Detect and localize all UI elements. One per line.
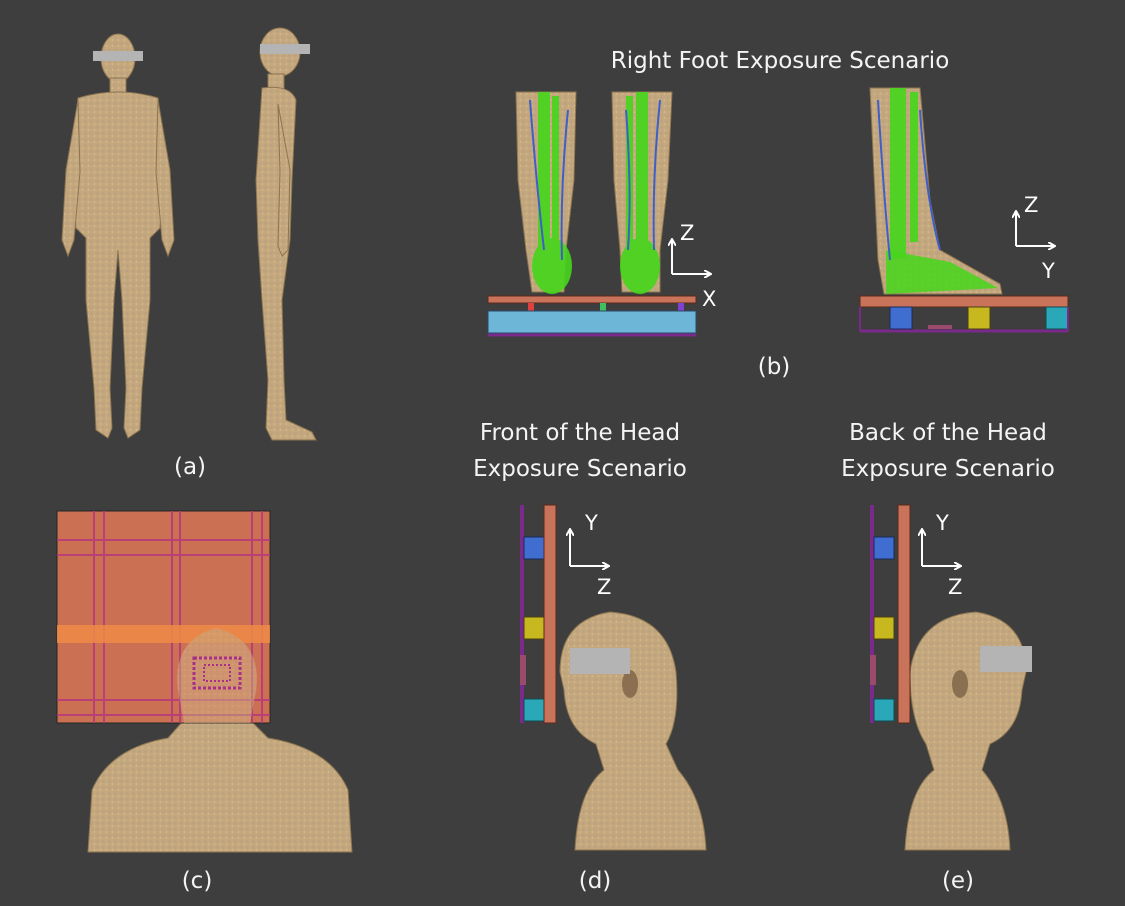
panel-d-heading-line2: Exposure Scenario [440, 452, 720, 486]
redaction-bar [260, 44, 310, 54]
coil-plate-front-head [520, 505, 556, 723]
coil-array-plate-icon [57, 511, 270, 723]
axis-label-y: Y [1041, 259, 1055, 283]
axis-label-y: Y [584, 511, 598, 535]
panel-a-label: (a) [150, 450, 230, 484]
panel-d-label: (d) [555, 864, 635, 898]
panel-e-heading-line2: Exposure Scenario [808, 452, 1088, 486]
head-side-model-front [560, 612, 706, 850]
axis-label-z: Z [948, 575, 962, 599]
panel-e-label: (e) [918, 864, 998, 898]
panel-b-label: (b) [734, 350, 814, 384]
axes-d [570, 530, 608, 566]
foot-side-model [870, 88, 1002, 294]
human-model-front-icon [62, 34, 174, 438]
coil-plate-back-head [870, 505, 910, 723]
axis-label-z: Z [597, 575, 611, 599]
axes-b-side [1016, 212, 1054, 246]
axis-label-x: X [702, 287, 716, 311]
axis-label-y: Y [935, 511, 949, 535]
foot-plate-front [488, 296, 696, 335]
panel-e-heading-line1: Back of the Head [808, 416, 1088, 450]
redaction-bar [93, 51, 143, 61]
foot-plate-side [860, 296, 1068, 331]
legs-front-model [516, 92, 672, 294]
panel-b-heading: Right Foot Exposure Scenario [560, 44, 1000, 78]
human-model-side-icon [256, 28, 316, 440]
axes-b-front [672, 240, 710, 274]
redaction-bar [980, 646, 1032, 672]
axes-e [922, 530, 960, 566]
panel-c-label: (c) [157, 864, 237, 898]
axis-label-z: Z [1024, 193, 1038, 217]
redaction-bar [570, 648, 630, 674]
axis-label-z: Z [680, 221, 694, 245]
panel-d-heading-line1: Front of the Head [440, 416, 720, 450]
